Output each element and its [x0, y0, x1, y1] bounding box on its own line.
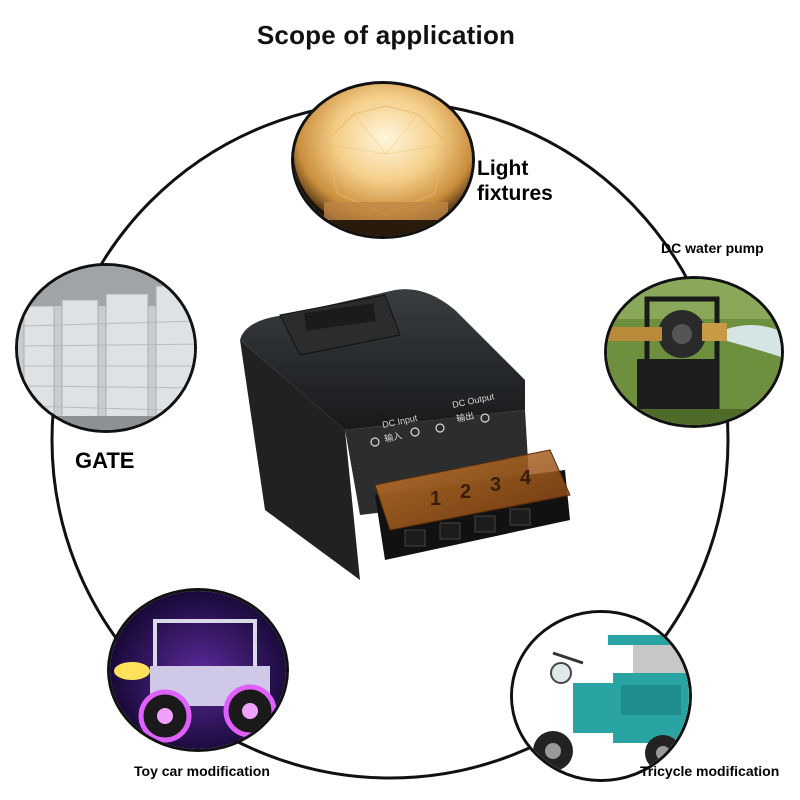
tricycle-label: Tricycle modification — [640, 763, 780, 779]
input-minus-icon — [410, 427, 420, 437]
page-title: Scope of application — [256, 20, 516, 50]
light-fixture-photo — [291, 81, 475, 239]
output-minus-icon — [480, 413, 490, 423]
gate-label: GATE — [75, 448, 135, 473]
light-fixtures-label: Light fixtures — [477, 157, 553, 205]
controller-device: DC Input 输入 DC Output 输出 1 2 3 4 — [240, 289, 571, 580]
dc-input-label-cn: 输入 — [383, 429, 403, 444]
toy-car-photo — [107, 588, 289, 752]
gate-photo — [15, 263, 197, 433]
terminal-cover — [374, 449, 571, 531]
input-plus-icon — [370, 437, 380, 447]
terminal-number-2: 2 — [460, 481, 471, 503]
terminal-number-4: 4 — [520, 467, 532, 489]
terminal-number-1: 1 — [430, 488, 441, 510]
dc-water-pump-label: DC water pump — [661, 240, 764, 256]
terminal-number-3: 3 — [490, 474, 501, 496]
dc-water-pump-photo — [604, 276, 784, 428]
device-side — [240, 340, 360, 580]
dc-output-label-cn: 输出 — [455, 409, 475, 424]
tricycle-photo — [510, 610, 692, 782]
toy-car-label: Toy car modification — [134, 763, 270, 779]
output-plus-icon — [435, 423, 445, 433]
